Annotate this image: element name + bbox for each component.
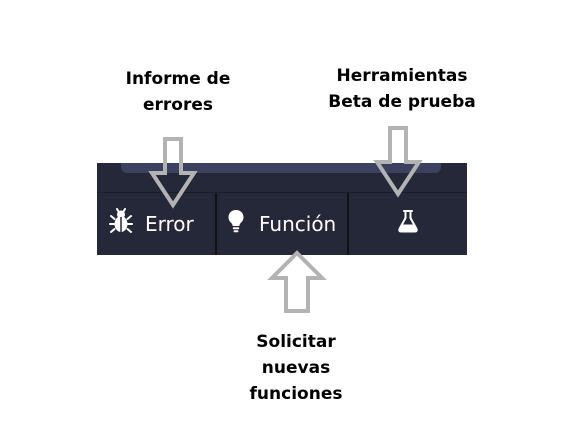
beta-tools-button[interactable] bbox=[349, 193, 467, 255]
bug-report-label: Error bbox=[145, 212, 194, 236]
feature-request-button[interactable]: Función bbox=[217, 193, 347, 255]
down-arrow-icon bbox=[373, 126, 423, 198]
down-arrow-icon bbox=[148, 137, 198, 209]
annotation-feature-request: Solicitar nuevas funciones bbox=[236, 329, 356, 407]
annotation-bug-report: Informe de errores bbox=[108, 66, 248, 118]
annotation-line: Solicitar bbox=[256, 332, 336, 352]
annotation-beta-tools: Herramientas Beta de prueba bbox=[317, 63, 487, 115]
feedback-toolbar: Error Función bbox=[97, 163, 467, 255]
annotation-line: Informe de bbox=[125, 69, 231, 89]
feature-request-label: Función bbox=[259, 212, 337, 236]
toolbar-top-panel bbox=[121, 163, 441, 173]
bug-icon bbox=[109, 208, 133, 240]
up-arrow-icon bbox=[267, 250, 327, 313]
toolbar-separator bbox=[215, 193, 217, 255]
annotation-line: Beta de prueba bbox=[328, 92, 476, 112]
toolbar-separator bbox=[347, 193, 349, 255]
flask-icon bbox=[397, 209, 419, 239]
annotation-line: Herramientas bbox=[336, 66, 468, 86]
annotation-line: errores bbox=[142, 95, 213, 115]
lightbulb-icon bbox=[227, 209, 245, 239]
annotation-line: funciones bbox=[249, 384, 343, 404]
annotation-line: nuevas bbox=[261, 358, 331, 378]
bug-report-button[interactable]: Error bbox=[97, 193, 215, 255]
toolbar-divider bbox=[97, 192, 467, 193]
